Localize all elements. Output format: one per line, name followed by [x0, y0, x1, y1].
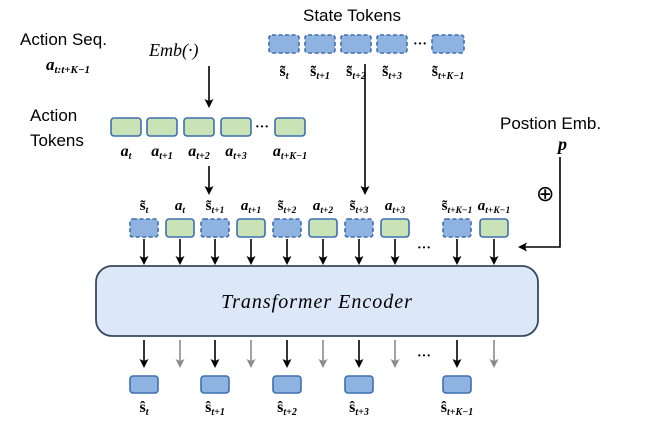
output-state-token-label: ŝt+K−1	[441, 399, 473, 418]
sequence-state-token	[129, 218, 159, 238]
state-token-label: s̃t+K−1	[432, 63, 464, 82]
action-token-ellipsis: ···	[255, 120, 269, 135]
state-token	[376, 34, 408, 54]
action-token-label: at	[121, 143, 133, 162]
sequence-state-token-label: s̃t+K−1	[442, 198, 473, 216]
output-state-token	[200, 375, 230, 394]
output-state-token-label: ŝt	[139, 399, 149, 418]
action-token	[110, 117, 142, 137]
output-token-row: ŝt ŝt+1 ŝt+2 ŝt+3 ŝt+K−1 ···	[129, 340, 499, 418]
action-token	[274, 117, 306, 137]
state-token-label: s̃t	[279, 63, 289, 82]
state-token	[304, 34, 336, 54]
sequence-state-token	[344, 218, 374, 238]
action-seq-symbol: at:t+K−1	[46, 55, 90, 76]
output-state-token	[272, 375, 302, 394]
action-tokens-label-line2: Tokens	[30, 131, 84, 150]
sequence-action-token	[165, 218, 195, 238]
interleaved-token-row: s̃t at s̃t+1 at+1 s̃t+2 at+2 s̃t+3 at+3 s̃t+K−1 a…	[129, 198, 510, 265]
output-state-token	[344, 375, 374, 394]
emb-function-label: Emb(·)	[148, 40, 198, 61]
action-token-label: at+1	[151, 143, 172, 162]
sequence-action-token	[236, 218, 266, 238]
sequence-action-token	[308, 218, 338, 238]
output-state-token	[442, 375, 472, 394]
sequence-state-token	[272, 218, 302, 238]
state-token-label: s̃t+1	[310, 63, 330, 82]
position-emb-label: Postion Emb.	[500, 114, 601, 133]
sequence-state-token	[442, 218, 472, 238]
action-token	[220, 117, 252, 137]
action-token-label: at+2	[188, 143, 209, 162]
sequence-state-token-label: s̃t+1	[206, 198, 225, 216]
transformer-encoder-block	[95, 265, 539, 337]
sequence-action-token-label: at+2	[313, 198, 334, 216]
action-token	[183, 117, 215, 137]
output-ellipsis: ···	[417, 349, 431, 364]
output-state-token-label: ŝt+2	[277, 399, 297, 418]
transformer-encoder-label: Transformer Encoder	[221, 291, 413, 313]
action-token	[146, 117, 178, 137]
action-token-row: at at+1 at+2 at+3 at+K−1 ···	[110, 117, 307, 162]
sequence-ellipsis: ···	[417, 241, 431, 256]
sequence-action-token-label: at	[175, 198, 186, 216]
state-token	[340, 34, 372, 54]
position-emb-symbol: p	[556, 134, 567, 154]
sequence-action-token-label: at+3	[385, 198, 406, 216]
state-token-label: s̃t+3	[382, 63, 402, 82]
sequence-state-token	[200, 218, 230, 238]
sequence-action-token-label: at+1	[241, 198, 261, 216]
output-state-token-label: ŝt+1	[205, 399, 225, 418]
state-token-row: s̃t s̃t+1 s̃t+2 s̃t+3 s̃t+K−1 ···	[268, 34, 465, 82]
output-state-token-label: ŝt+3	[349, 399, 369, 418]
action-tokens-label-line1: Action	[30, 106, 77, 125]
state-token-ellipsis: ···	[413, 37, 427, 52]
state-token	[431, 34, 465, 54]
sequence-action-token	[479, 218, 509, 238]
output-state-token	[129, 375, 159, 394]
action-token-label: at+K−1	[273, 143, 307, 162]
position-emb-arrow	[518, 157, 561, 252]
state-token	[268, 34, 300, 54]
sequence-state-token-label: s̃t+3	[350, 198, 369, 216]
sequence-action-token	[380, 218, 410, 238]
sequence-state-token-label: s̃t+2	[278, 198, 297, 216]
action-seq-label: Action Seq.	[20, 30, 107, 49]
state-token-label: s̃t+2	[346, 63, 366, 82]
oplus-icon: ⊕	[536, 181, 554, 206]
sequence-action-token-label: at+K−1	[478, 198, 510, 216]
action-token-label: at+3	[225, 143, 246, 162]
state-tokens-label: State Tokens	[303, 6, 401, 25]
sequence-state-token-label: s̃t	[140, 198, 149, 216]
